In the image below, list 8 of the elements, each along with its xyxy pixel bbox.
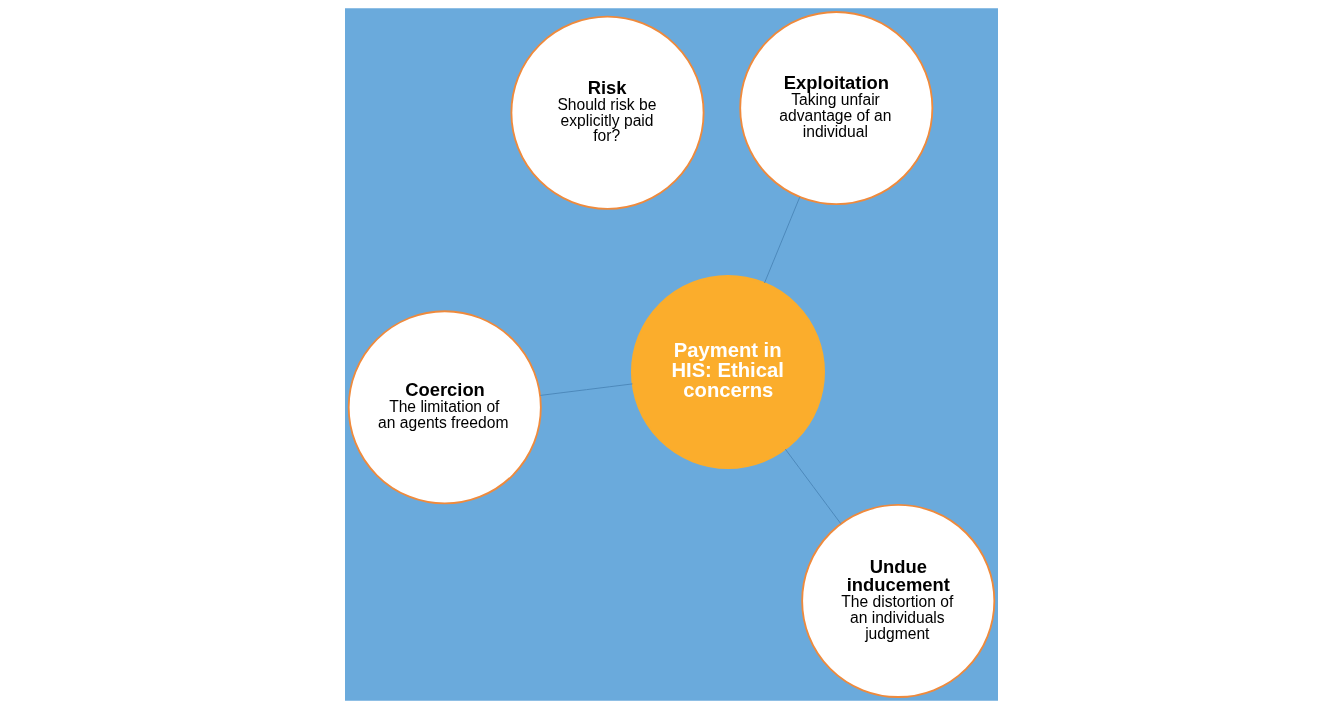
connector	[539, 383, 633, 396]
node-circle: Undue inducement The distortion of an individuals judgment	[801, 503, 996, 698]
connector	[764, 196, 801, 284]
node-circle: Coercion The limitation of an agents freedom	[347, 310, 542, 505]
connector	[784, 448, 842, 525]
node-circle: Risk Should risk be explicitly paid for?	[510, 15, 705, 210]
node-circle: Payment in HIS: Ethical concerns	[630, 275, 825, 469]
node-circle: Exploitation Taking unfair advantage of an individual	[739, 11, 934, 206]
